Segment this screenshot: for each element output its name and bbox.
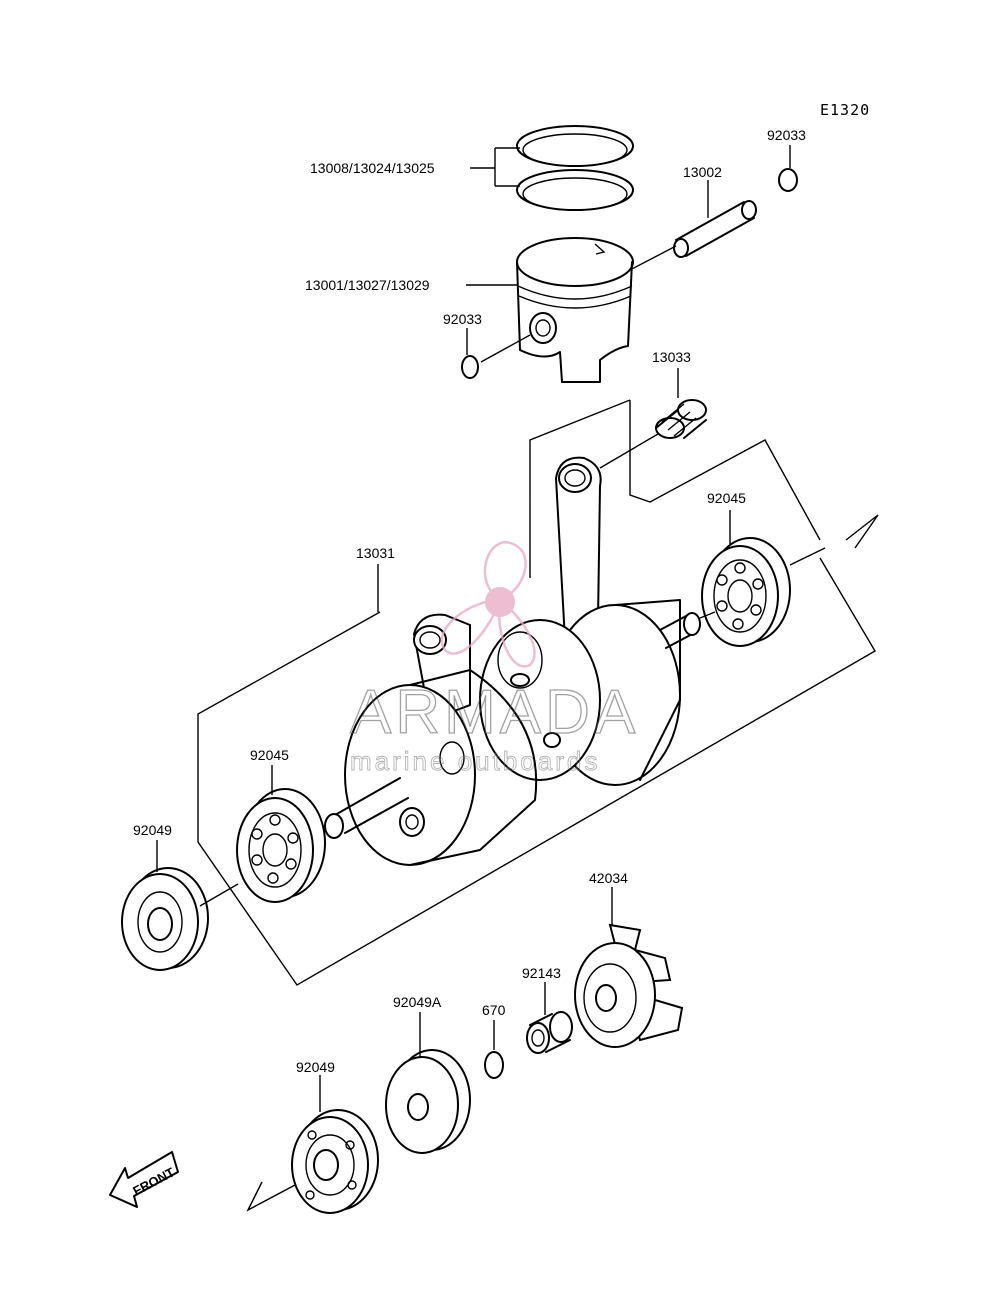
label-oil-seal-bottom: 92049 <box>296 1059 335 1075</box>
circlip-top[interactable] <box>778 145 798 192</box>
piston[interactable] <box>516 237 634 383</box>
label-rings: 13008/13024/13025 <box>310 160 435 176</box>
washer[interactable] <box>385 1012 471 1154</box>
label-washer: 92049A <box>393 994 442 1010</box>
ball-bearing-left[interactable] <box>236 765 326 903</box>
propeller-logo-icon <box>440 541 536 668</box>
front-label: FRONT <box>130 1164 177 1198</box>
circlip-left[interactable] <box>461 328 531 379</box>
crankshaft[interactable] <box>324 456 701 866</box>
label-impeller: 42034 <box>589 870 628 886</box>
watermark-brand: ARMADA <box>350 678 639 747</box>
needle-bearing[interactable] <box>599 368 707 469</box>
spacer[interactable] <box>526 982 573 1054</box>
label-o-ring: 670 <box>482 1002 506 1018</box>
piston-rings[interactable] <box>470 125 634 211</box>
front-arrow: FRONT <box>109 1151 179 1208</box>
ball-bearing-right[interactable] <box>699 510 879 647</box>
label-needle-bearing: 13033 <box>652 349 691 365</box>
label-oil-seal-left: 92049 <box>133 822 172 838</box>
watermark-tagline: marine outboards <box>350 746 600 776</box>
piston-pin[interactable] <box>629 180 757 271</box>
label-bearing-left: 92045 <box>250 747 289 763</box>
label-bearing-right: 92045 <box>707 490 746 506</box>
label-crankshaft: 13031 <box>356 545 395 561</box>
watermark: ARMADA marine outboards <box>349 541 639 776</box>
label-circlip-top: 92033 <box>767 127 806 143</box>
diagram-code: E1320 <box>820 101 870 119</box>
oil-seal-left[interactable] <box>121 840 239 971</box>
label-piston-pin: 13002 <box>683 164 722 180</box>
label-spacer: 92143 <box>522 965 561 981</box>
impeller[interactable] <box>574 887 684 1048</box>
label-piston: 13001/13027/13029 <box>305 277 430 293</box>
oil-seal-bottom[interactable] <box>246 1075 379 1214</box>
crankshaft-group-frame <box>197 399 876 986</box>
label-circlip-left: 92033 <box>443 311 482 327</box>
o-ring[interactable] <box>484 1020 504 1079</box>
